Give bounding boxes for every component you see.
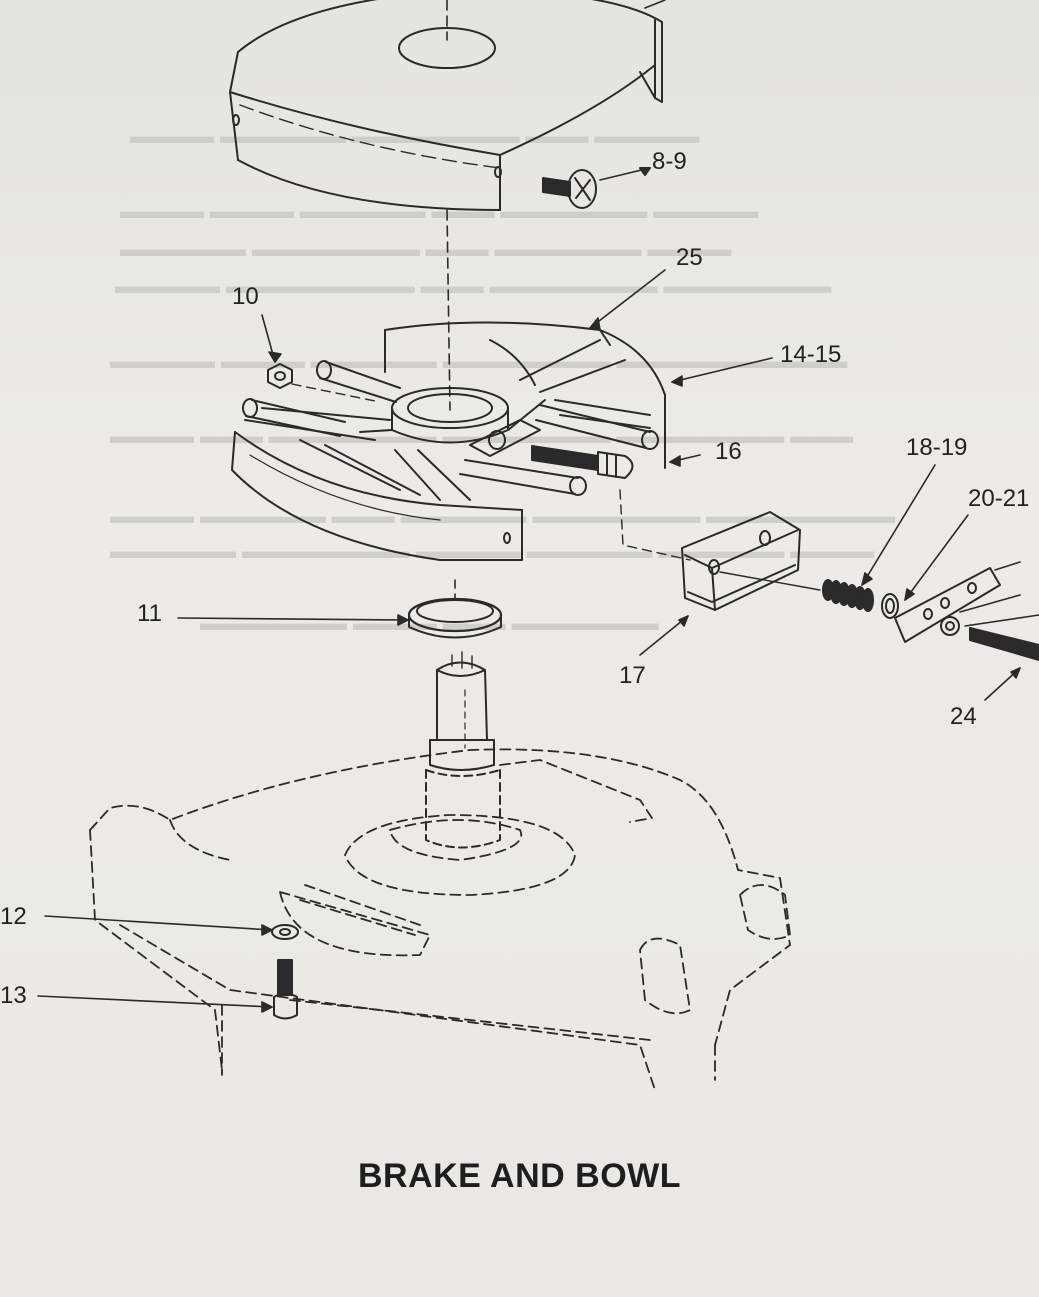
- part-label-20-21: 20-21: [968, 485, 1030, 512]
- part-label-14-15: 14-15: [780, 341, 842, 368]
- bleed-through-line: ▬▬▬▬ ▬▬▬▬ ▬▬▬▬▬▬ ▬▬▬ ▬▬▬▬▬▬▬ ▬▬▬▬▬: [120, 200, 759, 223]
- bolt-16: [531, 445, 634, 479]
- part-label-25: 25: [676, 244, 703, 271]
- center-axis: [446, 209, 451, 411]
- part-label-13: 13: [0, 982, 27, 1009]
- brake-block-17: [619, 489, 821, 611]
- bowl-part: [229, 0, 663, 211]
- gear-housing: [89, 748, 791, 1091]
- part-label-18-19: 18-19: [906, 434, 968, 461]
- part-label-24: 24: [950, 703, 977, 730]
- spring-18-19: [822, 579, 899, 619]
- part-label-12: 12: [0, 903, 27, 930]
- screw-8-9: [542, 167, 651, 209]
- screw-13: [273, 959, 298, 1020]
- part-label-8-9: 8-9: [652, 148, 687, 175]
- threaded-rod-24: [969, 627, 1039, 661]
- plate-20-21: [894, 567, 1001, 643]
- bleed-through-line: ▬▬▬▬▬▬ ▬▬▬▬▬▬▬▬ ▬▬▬ ▬▬▬▬▬▬▬ ▬▬▬▬: [120, 238, 732, 261]
- leader-lines: [37, 0, 1039, 1013]
- diagram-caption: BRAKE AND BOWL: [357, 1157, 682, 1195]
- bleed-through-line: ▬▬▬▬ ▬▬▬ ▬▬▬▬▬▬▬▬ ▬▬▬▬▬▬▬▬ ▬▬▬▬▬▬▬▬ ▬▬▬: [110, 425, 854, 448]
- ring-11: [407, 597, 503, 639]
- brake-assembly: [231, 321, 666, 561]
- part-label-17: 17: [619, 662, 646, 689]
- washer-12: [271, 924, 299, 940]
- part-label-11: 11: [137, 600, 162, 627]
- bleed-through-line: ▬▬▬▬ ▬▬▬▬▬▬ ▬▬▬▬▬▬▬▬ ▬▬▬ ▬▬▬▬▬: [130, 125, 700, 148]
- shaft: [425, 651, 501, 849]
- bleed-through-line: ▬▬▬▬▬▬▬ ▬▬▬▬ ▬▬▬ ▬▬▬▬▬▬▬: [200, 612, 659, 635]
- part-label-10: 10: [232, 283, 259, 310]
- part-label-16: 16: [715, 438, 742, 465]
- bleed-through-line: ▬▬▬▬▬ ▬▬▬▬ ▬▬▬▬▬▬ ▬▬▬▬▬▬▬▬ ▬▬▬▬▬▬▬▬▬▬▬: [110, 350, 848, 373]
